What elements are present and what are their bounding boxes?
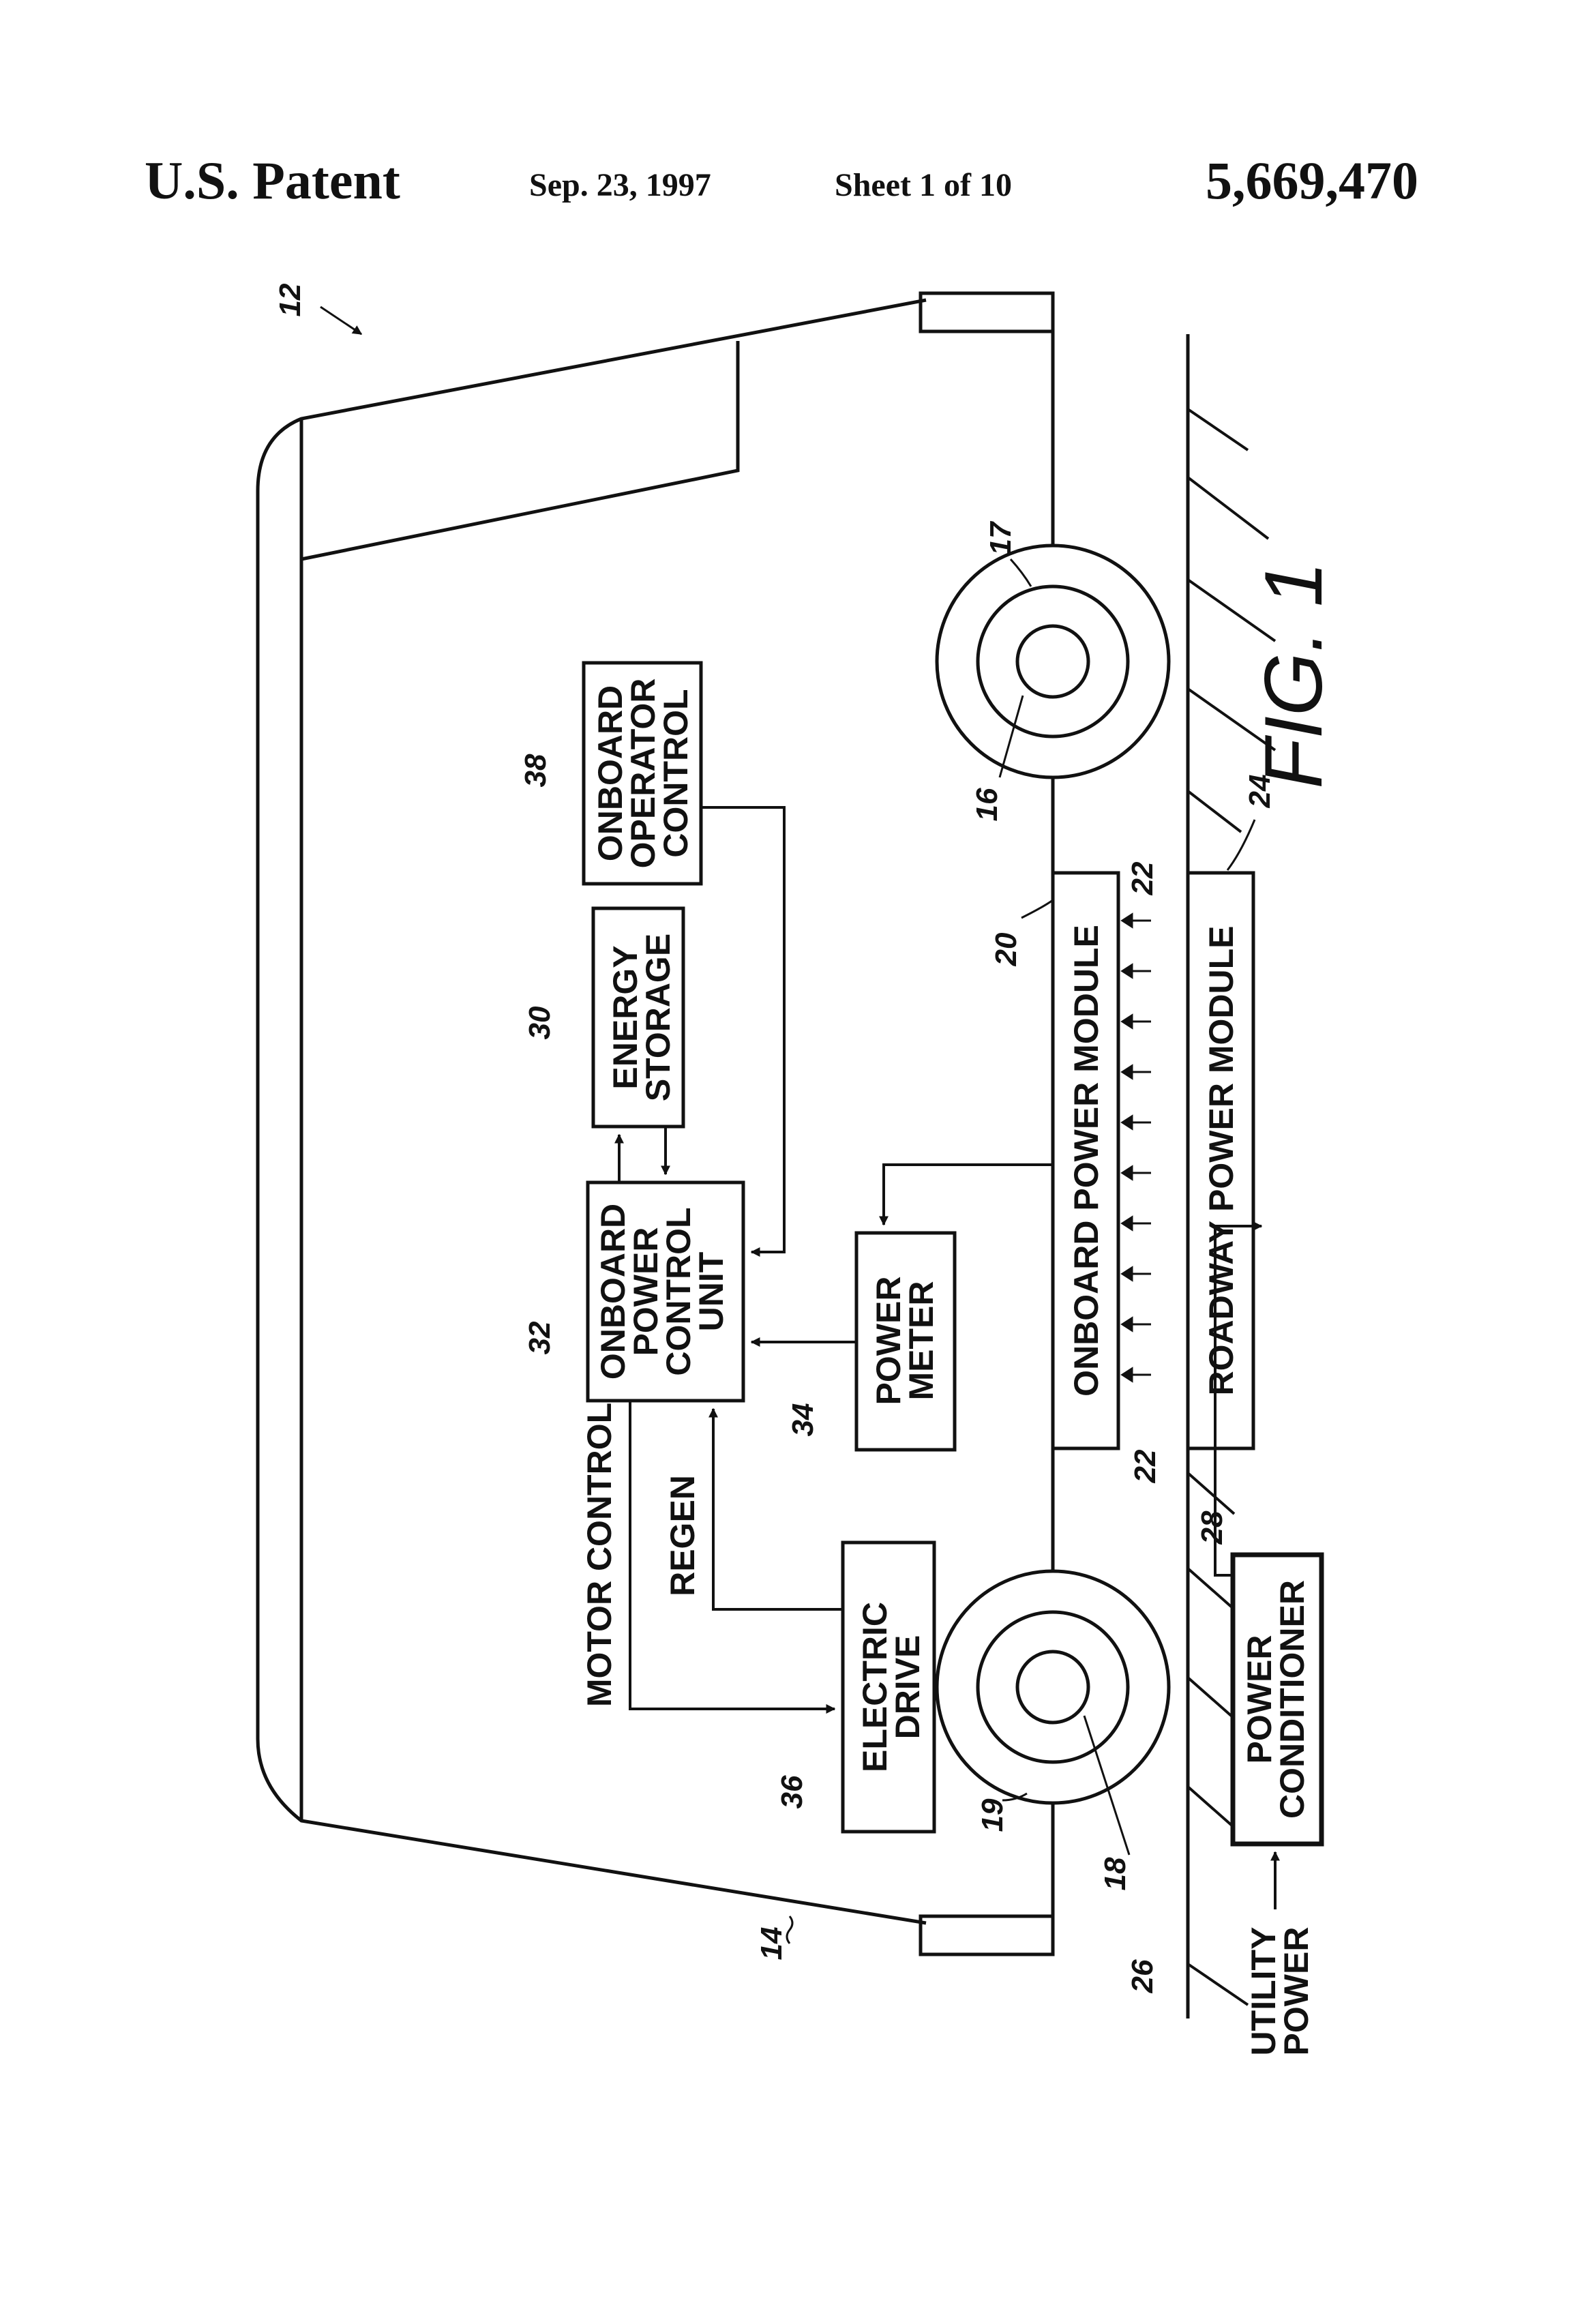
control-unit-block xyxy=(586,1180,745,1403)
windshield xyxy=(301,341,740,561)
coupling-arrow xyxy=(1120,1215,1151,1232)
ref-24: 24 xyxy=(1243,775,1277,809)
module-to-meter-arrow xyxy=(879,1163,1053,1226)
ref-34: 34 xyxy=(786,1403,820,1437)
ref-36: 36 xyxy=(775,1775,809,1808)
patent-number: 5,669,470 xyxy=(1206,151,1418,210)
coupling-arrows xyxy=(1120,912,1151,1383)
utility-power-line-2: POWER xyxy=(1277,1927,1315,2056)
power-conditioner-block xyxy=(1230,1552,1324,1847)
motor-control-arrow xyxy=(629,1401,836,1714)
ref-14: 14 xyxy=(755,1927,788,1961)
utility-power-line-1: UTILITY xyxy=(1244,1927,1283,2056)
control-unit-line-4: UNIT xyxy=(692,1252,730,1332)
roadway-power-module-block xyxy=(1186,871,1255,1450)
patent-title: U.S. Patent xyxy=(145,151,400,210)
ref-30: 30 xyxy=(523,1006,556,1039)
operator-control-line-3: CONTROL xyxy=(657,689,695,857)
operator-control-line-2: OPERATOR xyxy=(624,679,662,869)
ref-22-top: 22 xyxy=(1126,861,1159,895)
roadway-power-module-label: ROADWAY POWER MODULE xyxy=(1202,926,1240,1396)
operator-control-line-1: ONBOARD xyxy=(591,685,629,861)
control-unit-line-3: CONTROL xyxy=(659,1207,698,1375)
onboard-power-module-label: ONBOARD POWER MODULE xyxy=(1067,925,1105,1397)
coupling-arrow xyxy=(1120,1013,1151,1030)
coupling-arrow xyxy=(1120,1367,1151,1383)
ref-12: 12 xyxy=(273,283,307,316)
utility-line xyxy=(1186,1963,1249,2006)
ground-hatching xyxy=(1186,408,1277,1829)
ref-17: 17 xyxy=(984,520,1017,555)
ref-22-bottom: 22 xyxy=(1129,1449,1162,1483)
ref-26: 26 xyxy=(1126,1959,1159,1993)
power-conditioner-line-1: POWER xyxy=(1240,1635,1279,1764)
control-unit-line-2: POWER xyxy=(627,1227,665,1356)
coupling-arrow xyxy=(1120,1316,1151,1332)
regen-label: REGEN xyxy=(663,1475,702,1596)
ref-18: 18 xyxy=(1099,1857,1132,1890)
energy-storage-line-1: ENERGY xyxy=(606,945,644,1089)
electric-drive-block xyxy=(841,1540,936,1834)
ref-20: 20 xyxy=(989,932,1023,966)
power-conditioner-line-2: CONDITIONER xyxy=(1273,1580,1311,1819)
power-meter-line-2: METER xyxy=(902,1281,940,1401)
rear-bumper xyxy=(919,291,1055,333)
ref-28: 28 xyxy=(1195,1510,1229,1545)
rear-wheel xyxy=(935,543,1171,779)
front-bumper xyxy=(919,1914,1055,1956)
coupling-arrow xyxy=(1120,1165,1151,1181)
regen-arrow xyxy=(708,1407,843,1611)
patent-date: Sep. 23, 1997 xyxy=(529,167,711,203)
power-meter-line-1: POWER xyxy=(869,1277,908,1405)
ref-38: 38 xyxy=(519,754,552,787)
energy-storage-block xyxy=(591,906,685,1129)
coupling-arrow xyxy=(1120,963,1151,979)
operator-to-control-arrow xyxy=(701,806,786,1257)
coupling-arrow xyxy=(1120,1064,1151,1080)
coupling-arrow xyxy=(1120,912,1151,929)
control-unit-line-1: ONBOARD xyxy=(594,1204,632,1380)
onboard-power-module-block xyxy=(1051,871,1120,1450)
sheet-number: Sheet 1 of 10 xyxy=(835,167,1012,203)
electric-drive-line-2: DRIVE xyxy=(889,1635,927,1740)
coupling-arrow xyxy=(1120,1266,1151,1282)
conditioner-to-roadway-arrow xyxy=(1214,1221,1263,1577)
energy-storage-line-2: STORAGE xyxy=(639,934,677,1101)
front-wheel xyxy=(935,1569,1171,1805)
operator-control-block xyxy=(582,661,703,886)
ref-16: 16 xyxy=(970,788,1004,821)
motor-control-label: MOTOR CONTROL xyxy=(580,1403,618,1707)
electric-drive-line-1: ELECTRIC xyxy=(856,1602,894,1772)
leader-lines xyxy=(320,306,1256,1944)
body-outline xyxy=(256,298,927,1925)
figure-label: FIG. 1 xyxy=(1248,561,1339,788)
power-meter-block xyxy=(854,1231,957,1452)
coupling-arrow xyxy=(1120,1114,1151,1131)
ref-19: 19 xyxy=(976,1798,1009,1832)
ref-32: 32 xyxy=(523,1321,556,1354)
